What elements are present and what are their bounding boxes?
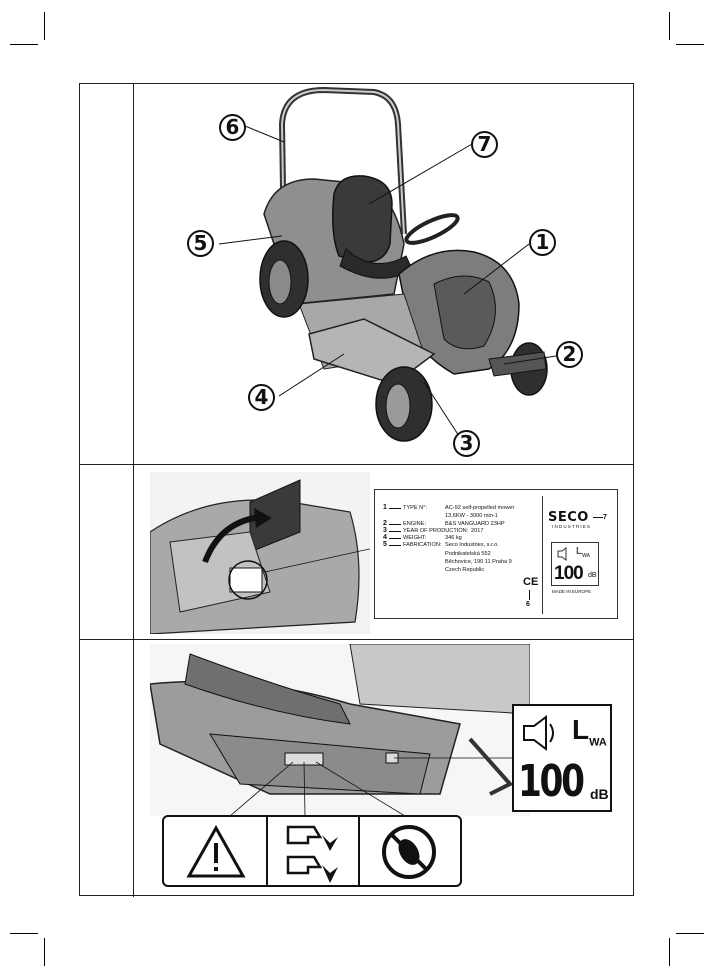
noise-symbol-small: LWA [576, 546, 591, 559]
warning-cell-no-feet [360, 817, 460, 885]
noise-unit-large: dB [590, 786, 609, 802]
plate-row-label: FABRICATION: [403, 542, 442, 548]
deck-illustration [150, 644, 530, 816]
figure-row-2 [80, 465, 633, 640]
plate-row-value: Seco Industries, s.r.o. [445, 542, 499, 548]
crop-mark [10, 44, 38, 45]
plate-row-number: 1 [383, 504, 387, 511]
plate-row-value: AC-92 self-propelled mower [445, 505, 515, 511]
plate-row-value: Podnikatelská 552 [445, 551, 491, 557]
ce-mark: CE [523, 576, 539, 588]
callout-1: 1 [529, 229, 556, 256]
plate-row-number: 3 [383, 527, 387, 534]
noise-value-large: 100 [518, 756, 585, 807]
crop-mark [44, 12, 45, 40]
crop-mark [669, 938, 670, 966]
mower-illustration [218, 86, 557, 442]
plate-row-number: 4 [383, 534, 387, 541]
plate-row-value: 346 kg [445, 535, 462, 541]
crop-mark [669, 12, 670, 40]
seat-lift-illustration [150, 472, 370, 634]
callout-4: 4 [248, 384, 275, 411]
crop-mark [676, 44, 704, 45]
callout-7: 7 [471, 131, 498, 158]
plate-row-value: Czech Republic [445, 567, 485, 573]
callout-7-plate: 7 [603, 514, 607, 521]
row-label-cell [80, 84, 134, 464]
figure-row-3 [80, 640, 633, 897]
plate-row-value: Běchovice, 190 11 Praha 9 [445, 559, 512, 565]
plate-row-label: ENGINE: [403, 521, 427, 527]
warning-cell-manual [268, 817, 360, 885]
plate-row-value: 13,6KW - 3000 min-1 [445, 513, 498, 519]
callout-7-line [593, 517, 603, 518]
crop-mark [676, 933, 704, 934]
callout-2: 2 [556, 341, 583, 368]
seco-logo: SECO [548, 510, 589, 525]
noise-label-large: LWA 100 dB [512, 704, 612, 812]
plate-row-leader [389, 524, 401, 525]
row-label-cell [80, 640, 134, 897]
callout-3: 3 [453, 430, 480, 457]
seco-logo-subtitle: INDUSTRIES [552, 524, 592, 529]
figure-table [79, 83, 634, 897]
read-manual-icon [286, 825, 338, 883]
made-in-label: MADE IN EUROPE [552, 589, 592, 594]
row-label-cell [80, 465, 134, 639]
callout-6-line [529, 590, 530, 600]
plate-row-label: YEAR OF PRODUCTION: [403, 528, 469, 534]
noise-value-small: 100 [554, 563, 584, 584]
callout-6: 6 [219, 114, 246, 141]
plate-row-leader [389, 508, 401, 509]
plate-row-leader [389, 545, 401, 546]
plate-row-label: TYPE N°: [403, 505, 427, 511]
warning-triangle-icon [186, 825, 246, 878]
no-hands-feet-icon [382, 825, 436, 879]
rating-plate: 1 TYPE N°: AC-92 self-propelled mower 13,6K… [374, 489, 618, 619]
plate-row-number: 5 [383, 541, 387, 548]
noise-label-small: LWA 100 dB [551, 542, 599, 586]
plate-divider [542, 496, 543, 614]
figure-row-1 [80, 84, 633, 465]
plate-row-number: 2 [383, 520, 387, 527]
noise-unit-small: dB [588, 572, 597, 579]
warning-stickers [162, 815, 462, 887]
crop-mark [10, 933, 38, 934]
warning-cell-caution [164, 817, 268, 885]
crop-mark [44, 938, 45, 966]
noise-symbol-large: LWA [572, 714, 607, 749]
plate-row-leader [389, 531, 401, 532]
plate-row-value: 2017 [471, 528, 484, 534]
plate-row-label: WEIGHT: [403, 535, 427, 541]
callout-6-plate: 6 [526, 601, 530, 608]
speaker-icon [557, 547, 567, 561]
plate-row-leader [389, 538, 401, 539]
plate-row-value: B&S VANGUARD 23HP [445, 521, 505, 527]
speaker-icon [523, 715, 554, 751]
callout-5: 5 [187, 230, 214, 257]
